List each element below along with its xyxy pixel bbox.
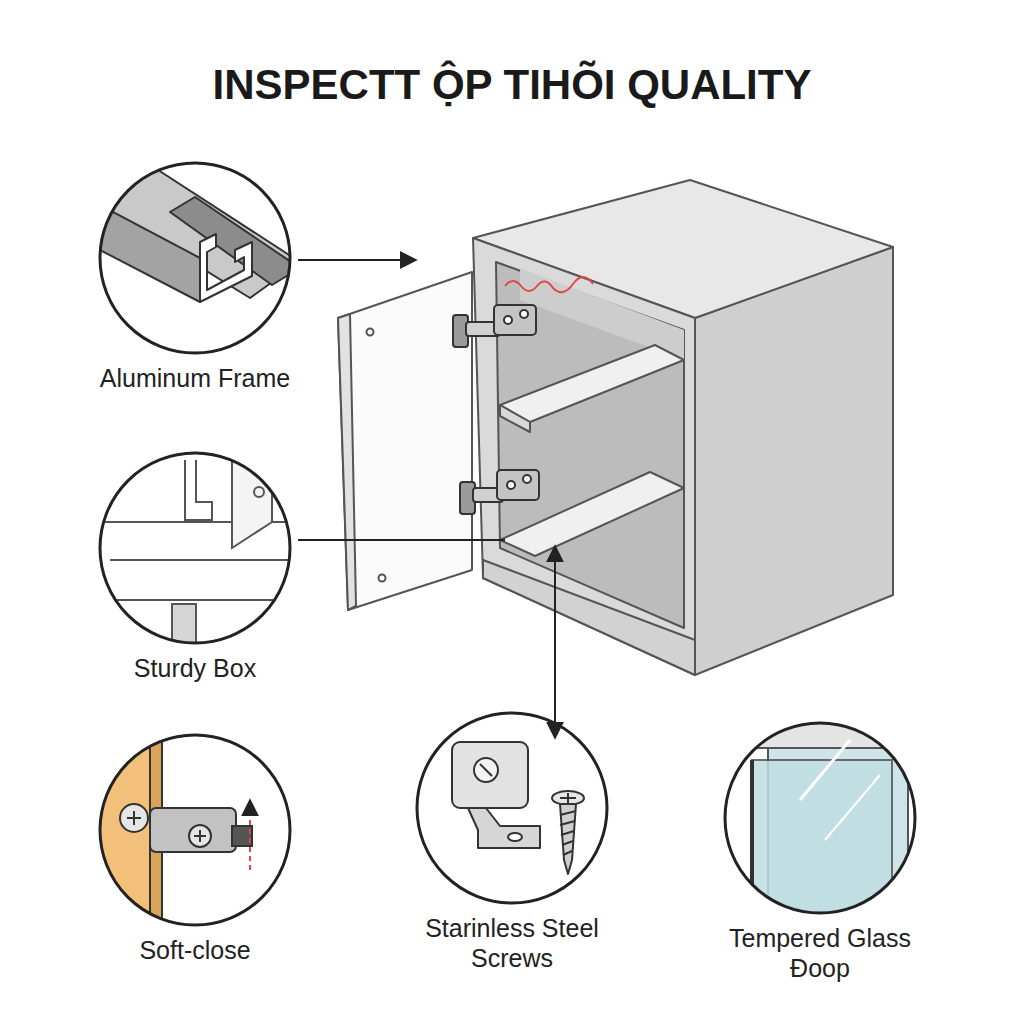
callout-circle-outline — [100, 735, 290, 925]
feature-callout: Sturdy Box — [85, 450, 305, 683]
screw-head — [552, 791, 584, 805]
crack-mark — [505, 277, 593, 292]
glass-glint — [825, 775, 880, 840]
hinge-screw — [507, 481, 515, 489]
callout-circle-outline — [100, 453, 290, 643]
feature-label: Soft-close — [85, 935, 305, 965]
door-hole — [367, 329, 374, 336]
glass-pane — [752, 760, 892, 930]
feature-callout: Starinless Steel Screws — [402, 710, 622, 973]
cabinet-side — [695, 247, 893, 675]
feature-label: Aluminum Frame — [85, 363, 305, 393]
feature-label: Starinless Steel Screws — [402, 913, 622, 973]
l-bracket — [468, 808, 540, 848]
profile-end — [200, 234, 252, 302]
cabinet-interior — [496, 262, 684, 628]
callout-circle — [97, 732, 293, 928]
screw-slot — [480, 764, 492, 776]
plate-screw — [474, 758, 498, 782]
cabinet — [473, 180, 893, 675]
steel-screws — [452, 742, 584, 874]
door-panel — [338, 272, 472, 610]
screw-shank — [560, 804, 576, 874]
leader-line — [298, 539, 505, 541]
feature-callout: Aluminum Frame — [85, 160, 305, 393]
feature-label: Tempered Glass Đoop — [710, 923, 930, 983]
cabinet-base — [483, 560, 695, 675]
door — [338, 272, 472, 610]
leader-arrow — [554, 546, 556, 738]
joint-block — [172, 604, 196, 644]
shelf-edge — [500, 405, 530, 432]
callout-circle — [97, 160, 293, 356]
bracket-hole — [254, 487, 264, 497]
screw-cross — [560, 793, 576, 803]
screw-head — [120, 804, 148, 832]
board-edge — [100, 599, 300, 601]
glass-panel — [720, 718, 930, 930]
callout-circle-outline — [417, 713, 607, 903]
screw-thread — [560, 811, 576, 855]
callout-circle-outline — [725, 723, 915, 913]
diagram-title: INSPECTT ỘP TIHÕI QUALITY — [0, 62, 1024, 108]
screw-cross — [127, 811, 141, 825]
callout-circle — [722, 720, 918, 916]
soft-close-hinge — [90, 730, 252, 930]
profile-side — [100, 205, 200, 302]
feature-callout: Tempered Glass Đoop — [710, 720, 930, 983]
hinge — [453, 305, 536, 347]
callout-circle — [414, 710, 610, 906]
mount-plate — [452, 742, 528, 808]
hinge — [460, 470, 539, 514]
hinge-screw — [504, 316, 512, 324]
motion-arrow — [249, 800, 251, 870]
callout-circle-outline — [100, 163, 290, 353]
door-hole — [379, 575, 386, 582]
leader-arrow — [298, 259, 416, 261]
glass-glint — [800, 740, 850, 800]
hinge-plate — [494, 305, 536, 335]
shelf — [500, 345, 684, 422]
screw-head — [189, 825, 211, 847]
joint-bracket — [185, 460, 212, 520]
cabinet-front-frame — [473, 238, 695, 675]
callout-circle — [97, 450, 293, 646]
feature-callout: Soft-close — [85, 732, 305, 965]
screw-cross — [194, 830, 206, 842]
hinge-screw — [520, 310, 528, 318]
feature-label: Sturdy Box — [85, 653, 305, 683]
hinge-plate — [497, 470, 539, 500]
door-edge — [338, 314, 356, 610]
hinge-body — [150, 808, 236, 852]
board-edge — [110, 559, 300, 561]
hinge-screw — [523, 475, 531, 483]
glass-edge — [750, 760, 754, 930]
bracket-hole — [508, 833, 522, 841]
